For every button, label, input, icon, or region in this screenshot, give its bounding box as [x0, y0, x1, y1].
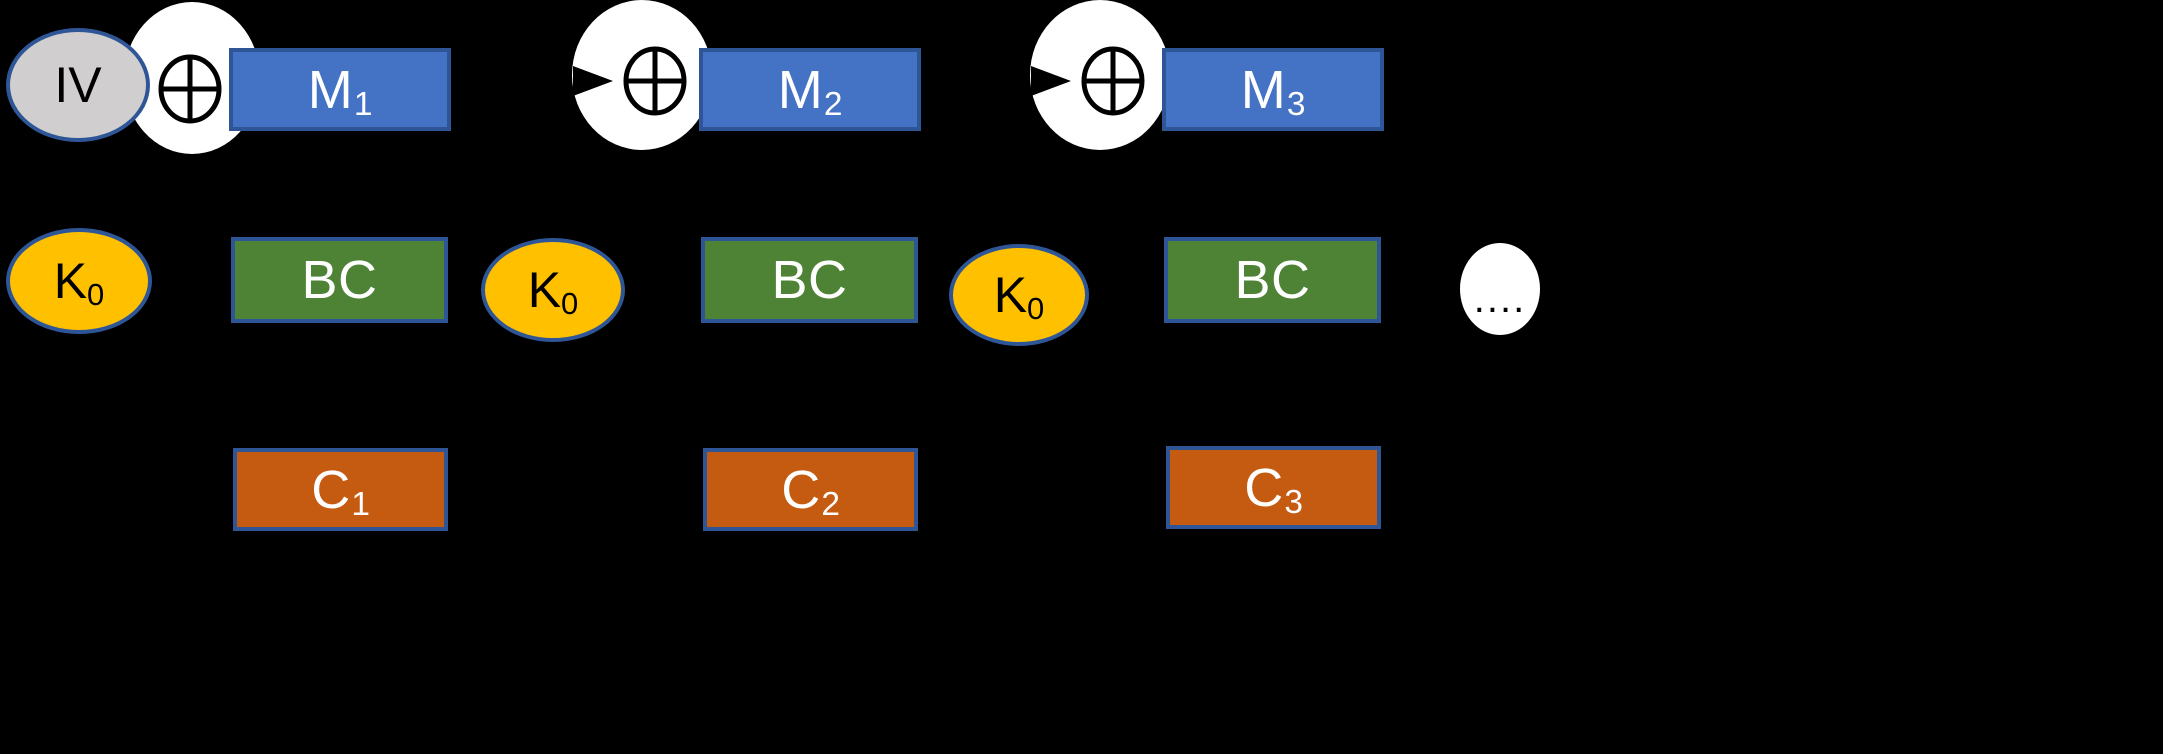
block-cipher-3-label: BC: [1234, 250, 1311, 310]
continuation-ellipsis-label: ....: [1473, 277, 1527, 321]
ciphertext-block-1-sub: 1: [351, 485, 371, 523]
message-block-1-base: M: [307, 59, 354, 120]
key-ellipse-2-sub: 0: [561, 285, 579, 321]
key-ellipse-1-base: K: [53, 253, 88, 309]
key-ellipse-3-base: K: [993, 267, 1028, 323]
arrow-right-icon-2: [573, 62, 621, 100]
message-block-1-sub: 1: [353, 85, 373, 123]
key-ellipse-1-sub: 0: [87, 276, 105, 312]
arrow-down-icon-1: [318, 344, 362, 412]
arrow-down-icon-2: [788, 344, 832, 412]
message-block-3-base: M: [1240, 59, 1287, 120]
arrow-down-icon-3: [1251, 344, 1295, 412]
block-cipher-2[interactable]: BC: [701, 237, 918, 323]
block-cipher-2-label: BC: [771, 250, 848, 310]
xor-circle-icon-1[interactable]: [157, 53, 223, 125]
block-cipher-3[interactable]: BC: [1164, 237, 1381, 323]
ciphertext-block-2-base: C: [781, 459, 821, 520]
iv-ellipse[interactable]: IV: [6, 28, 150, 142]
arrow-right-icon-3: [1031, 62, 1079, 100]
block-cipher-1[interactable]: BC: [231, 237, 448, 323]
message-block-3-sub: 3: [1286, 85, 1306, 123]
iv-label: IV: [54, 57, 102, 113]
key-ellipse-2-base: K: [527, 262, 562, 318]
ciphertext-block-3-sub: 3: [1284, 483, 1304, 521]
xor-circle-icon-2[interactable]: [622, 45, 688, 117]
block-cipher-1-label: BC: [301, 250, 378, 310]
continuation-ellipsis: ....: [1460, 243, 1540, 335]
message-block-2-base: M: [777, 59, 824, 120]
ciphertext-block-2-sub: 2: [821, 485, 841, 523]
key-ellipse-3-sub: 0: [1027, 290, 1045, 326]
xor-circle-icon-3[interactable]: [1080, 45, 1146, 117]
ciphertext-block-1-base: C: [311, 459, 351, 520]
message-block-2-sub: 2: [823, 85, 843, 123]
ciphertext-block-3-base: C: [1244, 457, 1284, 518]
